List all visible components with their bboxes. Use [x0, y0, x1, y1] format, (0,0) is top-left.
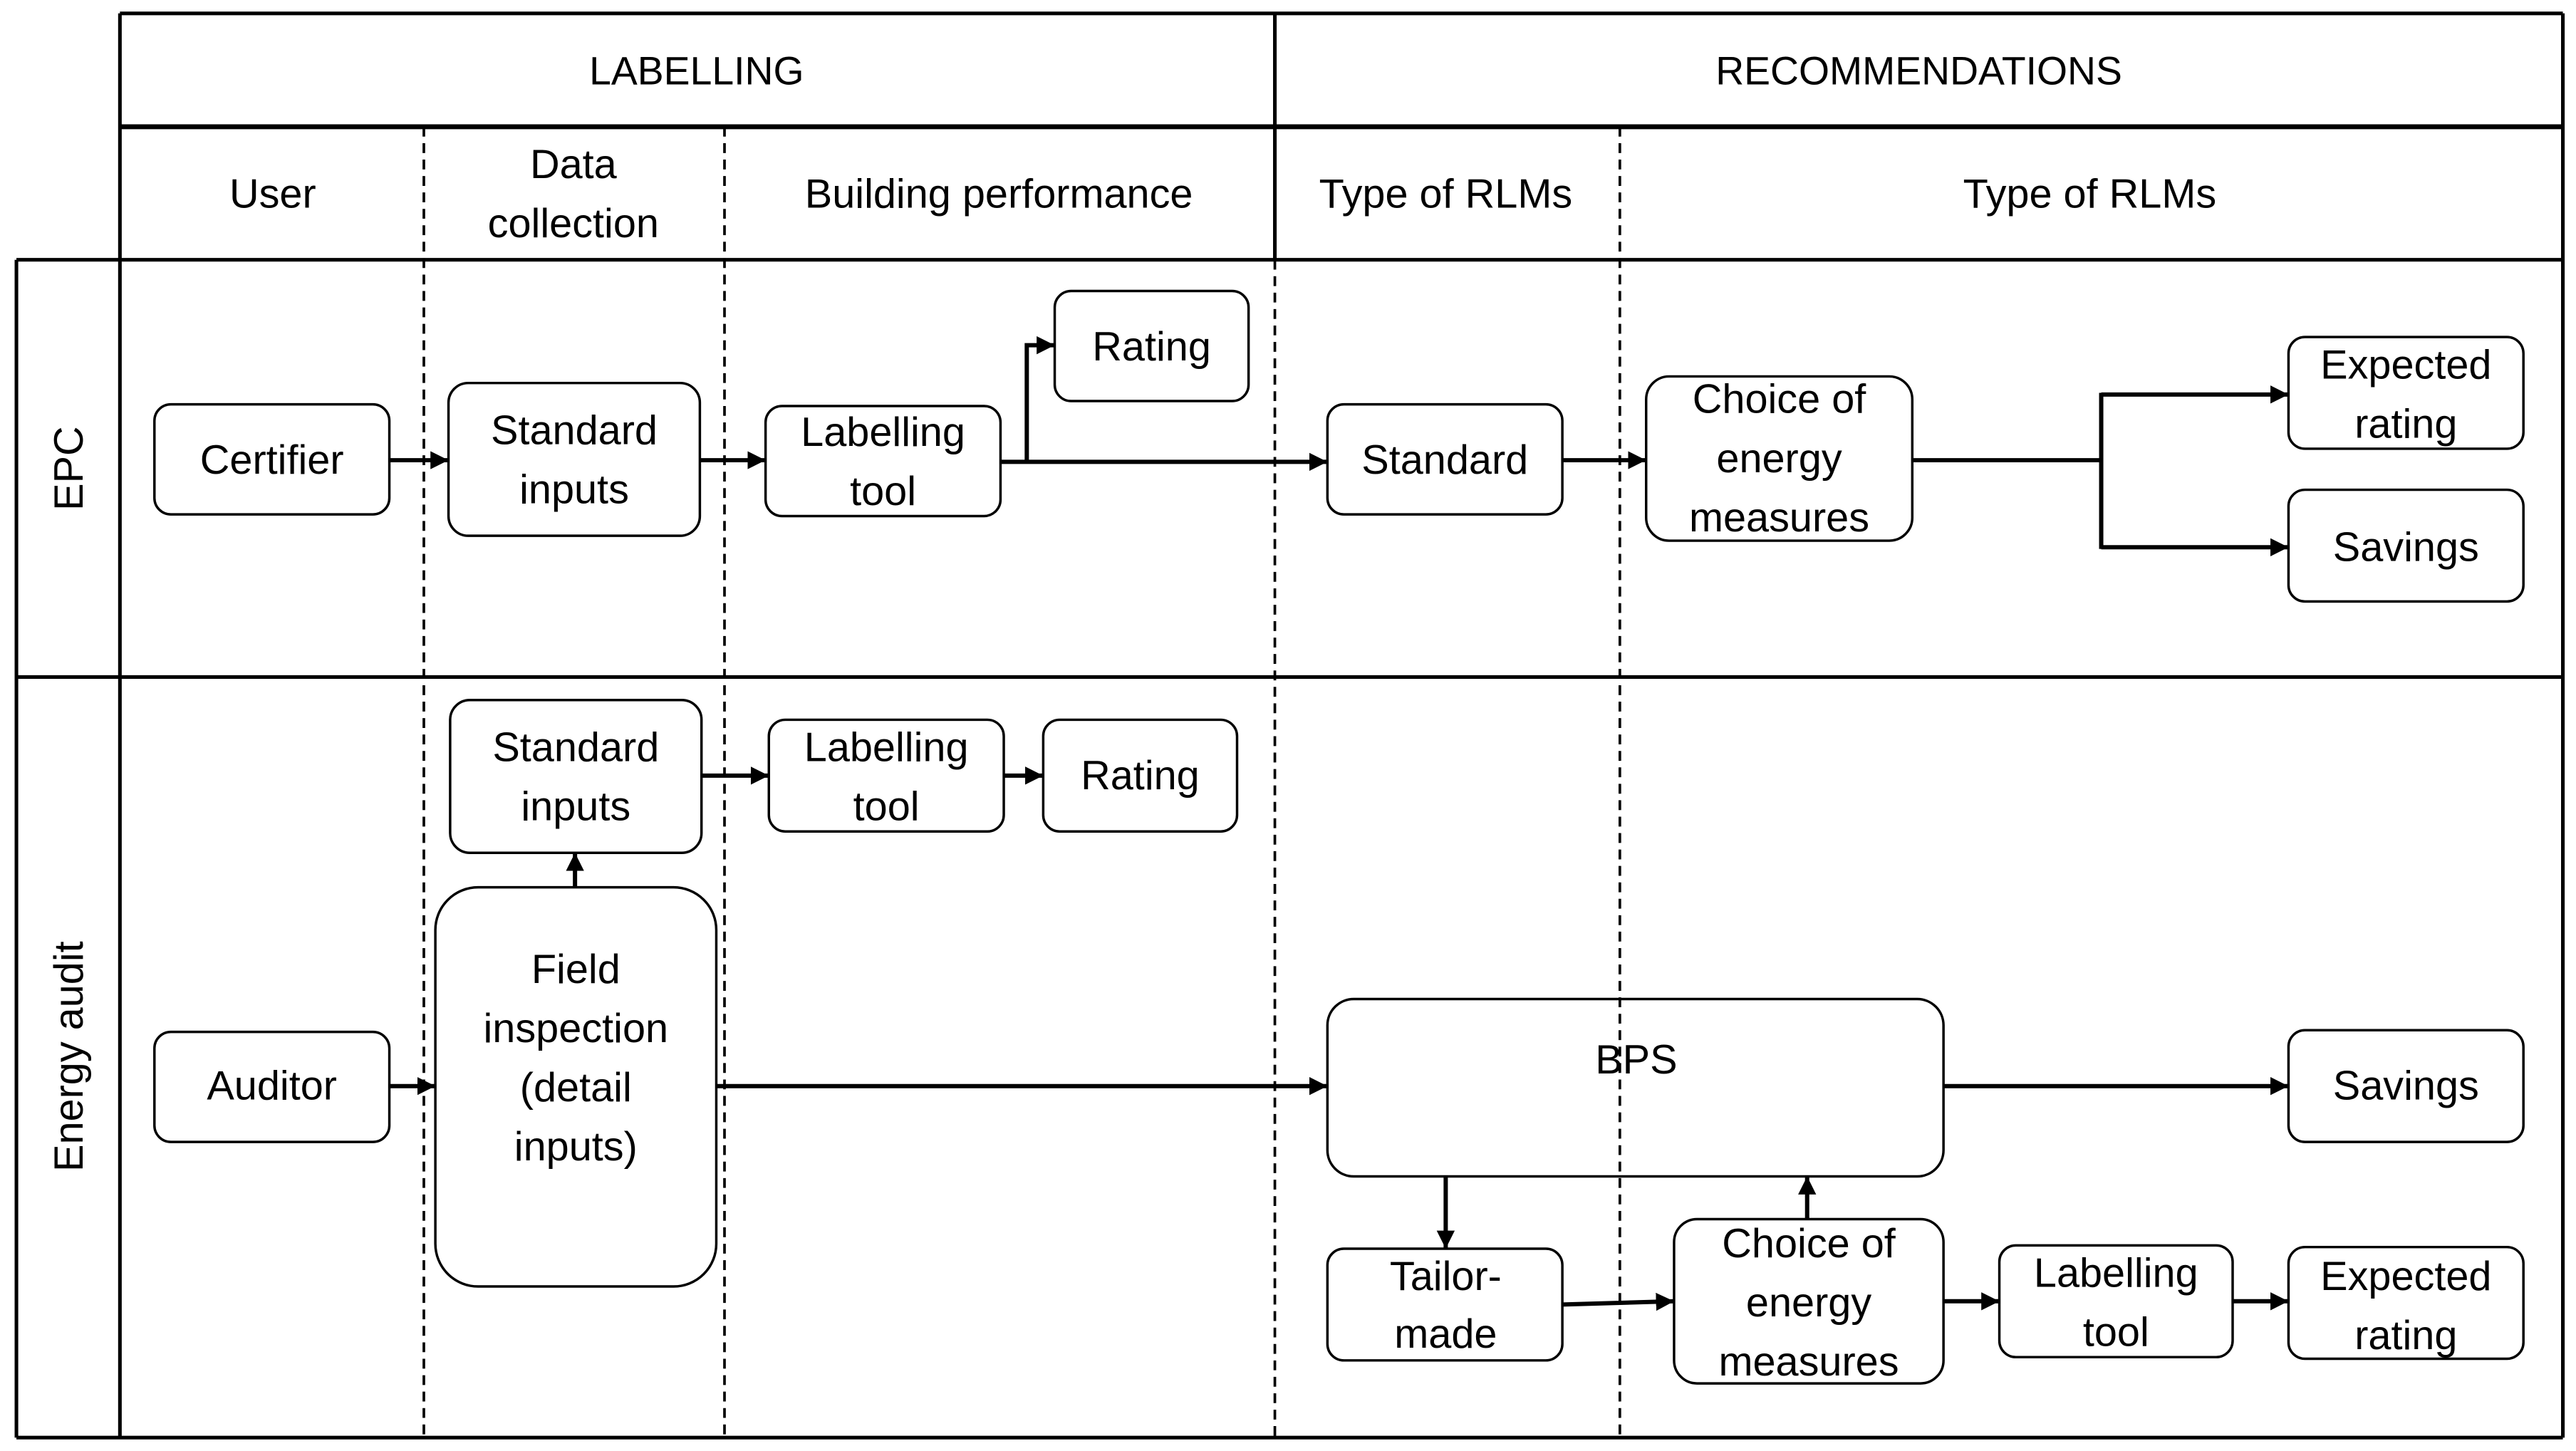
node-label: measures [1689, 495, 1869, 541]
row-label-epc: EPC [46, 426, 92, 511]
epc-standard-node: Standard [1326, 402, 1564, 516]
node-label: energy [1746, 1280, 1871, 1326]
node-label: measures [1718, 1339, 1899, 1385]
node-label: (detail [520, 1065, 632, 1111]
epc-arrows [389, 336, 2289, 556]
node-label: tool [853, 784, 920, 830]
node-label: Savings [2333, 524, 2479, 570]
node-label: rating [2354, 1313, 2457, 1358]
node-label: Expected [2320, 342, 2491, 388]
column-header-data-collection: Data collection [488, 142, 659, 246]
node-box [1326, 997, 1945, 1178]
node-box [447, 381, 702, 537]
audit-rating-node: Rating [1042, 718, 1239, 833]
node-label: energy [1716, 436, 1842, 482]
node-label: Auditor [207, 1063, 337, 1109]
node-label: made [1394, 1311, 1497, 1357]
epc-choice-of-energy-measures-node: Choice of energy measures [1645, 375, 1914, 542]
node-label: Choice of [1722, 1221, 1896, 1267]
node-label: inputs) [514, 1124, 638, 1170]
audit-labelling-tool-recommendation-node: Labelling tool [1998, 1244, 2234, 1358]
audit-labelling-tool-node: Labelling tool [767, 718, 1005, 833]
audit-field-inspection-node: Field inspection (detail inputs) [434, 885, 718, 1288]
node-box [449, 699, 703, 854]
epc-rating-node: Rating [1053, 289, 1250, 402]
node-label: inspection [484, 1006, 669, 1051]
node-label: Labelling [2034, 1251, 2198, 1296]
audit-choice-of-energy-measures-node: Choice of energy measures [1673, 1217, 1945, 1385]
node-label: Rating [1081, 753, 1200, 799]
epc-standard-inputs-node: Standard inputs [447, 381, 702, 537]
node-label: inputs [519, 467, 629, 513]
section-header-labelling: LABELLING [589, 49, 804, 93]
node-label: Field [531, 947, 620, 992]
column-header-type-of-rlms-standard: Type of RLMs [1319, 171, 1573, 217]
column-header-line: collection [488, 201, 659, 246]
column-header-building-performance: Building performance [805, 171, 1193, 217]
audit-tailor-made-node: Tailor- made [1326, 1247, 1564, 1362]
audit-standard-inputs-node: Standard inputs [449, 699, 703, 854]
node-label: Standard [492, 725, 659, 771]
epc-labelling-tool-node: Labelling tool [764, 405, 1002, 518]
audit-savings-node: Savings [2287, 1029, 2525, 1143]
table-grid [14, 11, 2565, 1440]
node-label: Labelling [801, 410, 965, 455]
epc-savings-node: Savings [2287, 488, 2525, 603]
node-label: inputs [521, 784, 630, 830]
audit-auditor-node: Auditor [153, 1030, 391, 1143]
node-label: rating [2354, 401, 2457, 447]
node-label: Standard [491, 408, 658, 454]
node-label: Standard [1361, 437, 1528, 483]
section-header-recommendations: RECOMMENDATIONS [1715, 49, 2122, 93]
node-label: BPS [1595, 1037, 1677, 1083]
node-label: Expected [2320, 1254, 2491, 1299]
node-label: tool [2083, 1310, 2149, 1356]
node-label: tool [850, 469, 916, 514]
epc-expected-rating-node: Expected rating [2287, 336, 2525, 450]
column-header-type-of-rlms-measures: Type of RLMs [1963, 171, 2217, 217]
node-label: Tailor- [1390, 1254, 1502, 1299]
epc-certifier-node: Certifier [153, 402, 391, 516]
arrow-labelling-tool-to-rating [1024, 336, 1055, 462]
node-label: Rating [1092, 324, 1211, 370]
arrow-tailor-made-to-choice-of-measures [1562, 1292, 1675, 1311]
node-label: Choice of [1693, 377, 1866, 422]
column-separators [422, 126, 1621, 1438]
audit-arrows [389, 766, 2289, 1311]
node-label: Labelling [804, 725, 969, 771]
column-header-line: Data [530, 142, 618, 187]
node-label: Certifier [200, 437, 344, 483]
audit-bps-node: BPS [1326, 997, 1945, 1178]
node-label: Savings [2333, 1063, 2479, 1109]
row-label-energy-audit: Energy audit [46, 941, 92, 1172]
audit-expected-rating-node: Expected rating [2287, 1245, 2525, 1361]
column-header-user: User [229, 171, 316, 217]
